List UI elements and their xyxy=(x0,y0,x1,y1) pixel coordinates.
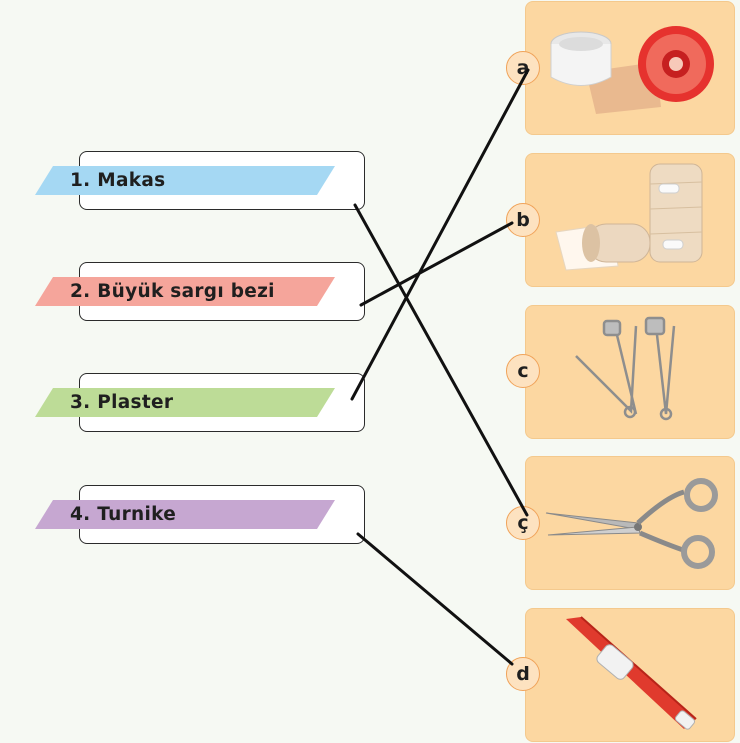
option-letter-c: c xyxy=(506,354,540,388)
match-line-4 xyxy=(356,532,514,666)
option-card-d[interactable] xyxy=(525,608,735,742)
tourniquet-icon xyxy=(566,616,697,730)
item-text-1: 1. Makas xyxy=(70,170,166,191)
item-label-4: 4. Turnike xyxy=(35,500,335,529)
match-line-3 xyxy=(350,68,530,401)
option-card-c[interactable] xyxy=(525,305,735,439)
option-card-b[interactable] xyxy=(525,153,735,287)
option-letter-cc: ç xyxy=(506,506,540,540)
scissors-icon xyxy=(545,478,718,569)
item-text-3: 3. Plaster xyxy=(70,392,174,413)
match-line-1 xyxy=(353,203,529,517)
option-card-a[interactable] xyxy=(525,1,735,135)
item-label-1: 1. Makas xyxy=(35,166,335,195)
match-line-2 xyxy=(359,221,514,307)
safety-pins-icon xyxy=(575,316,676,421)
item-label-2: 2. Büyük sargı bezi xyxy=(35,277,335,306)
bandage-rolls-icon xyxy=(555,163,703,271)
option-card-cc[interactable] xyxy=(525,456,735,590)
adhesive-tape-rolls-icon xyxy=(550,26,714,114)
item-text-2: 2. Büyük sargı bezi xyxy=(70,281,275,302)
item-label-3: 3. Plaster xyxy=(35,388,335,417)
item-text-4: 4. Turnike xyxy=(70,504,177,525)
option-letter-b: b xyxy=(506,203,540,237)
